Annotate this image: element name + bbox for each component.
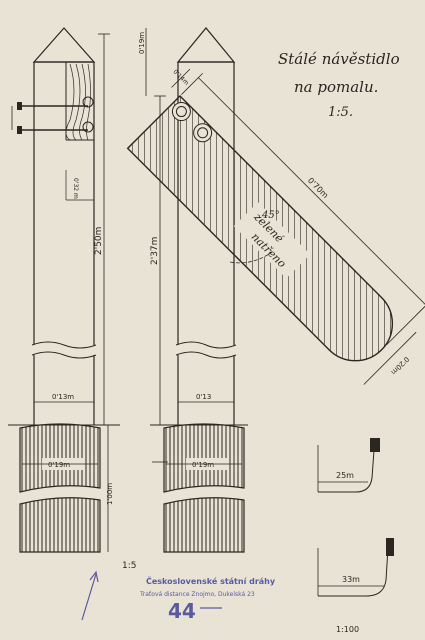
left-post: 0'32 m 2'50m 0'13m [11, 27, 110, 425]
arm-angle-label: 45° [261, 210, 280, 221]
drawing-scale-label: 1:5 [122, 561, 136, 571]
left-post-bolts [11, 96, 94, 134]
left-post-wood-grain [65, 62, 94, 141]
left-post-height-label: 2'50m [94, 227, 104, 255]
bracket-dimension-label: 0'32 m [72, 178, 79, 199]
arm-length-label: 0'70m [306, 176, 330, 200]
top-offset-label: 0'19m [138, 32, 146, 54]
title-line1: Stálé návěstidlo [278, 50, 400, 68]
railway-stamp: Československé státní dráhy Traťová dist… [139, 575, 276, 623]
pencil-arrow [81, 570, 99, 621]
right-post: 0'13 0'19m 2'37m [138, 27, 237, 425]
right-base-width-label: 0'19m [192, 461, 214, 469]
base-depth-label: 1'00m [106, 483, 114, 505]
title-block: Stálé návěstidlo na pomalu. 1:5. [278, 50, 400, 120]
title-scale: 1:5. [328, 105, 353, 120]
detail-bottom: 33m 1:100 [317, 538, 394, 634]
right-post-width-label: 0'13 [196, 393, 211, 401]
bracket-dimension [65, 170, 95, 201]
detail-top-dimension: 25m [336, 471, 354, 480]
detail-bottom-dimension: 33m [342, 575, 360, 584]
stamp-line2: Traťová distance Znojmo, Dukelská 23 [139, 591, 255, 598]
arm-top-offset-label: 0'14m [172, 68, 190, 86]
right-foundation: 0'19m [152, 423, 245, 553]
stamp-number: 44 [168, 599, 196, 623]
left-foundation: 0'19m 1'00m [19, 423, 114, 553]
title-line2: na pomalu. [294, 78, 378, 96]
right-post-height-label: 2'37m [150, 237, 160, 265]
detail-top: 25m [317, 438, 380, 493]
arm-width-label: 0'20m [389, 355, 410, 376]
details-scale-label: 1:100 [336, 625, 359, 634]
stamp-line1: Československé státní dráhy [146, 575, 276, 586]
left-post-width-label: 0'13m [52, 393, 74, 401]
left-base-width-label: 0'19m [48, 461, 70, 469]
signal-arm: zelené natřeno 0'70m 0'20m 0'14m 45° [126, 68, 425, 385]
